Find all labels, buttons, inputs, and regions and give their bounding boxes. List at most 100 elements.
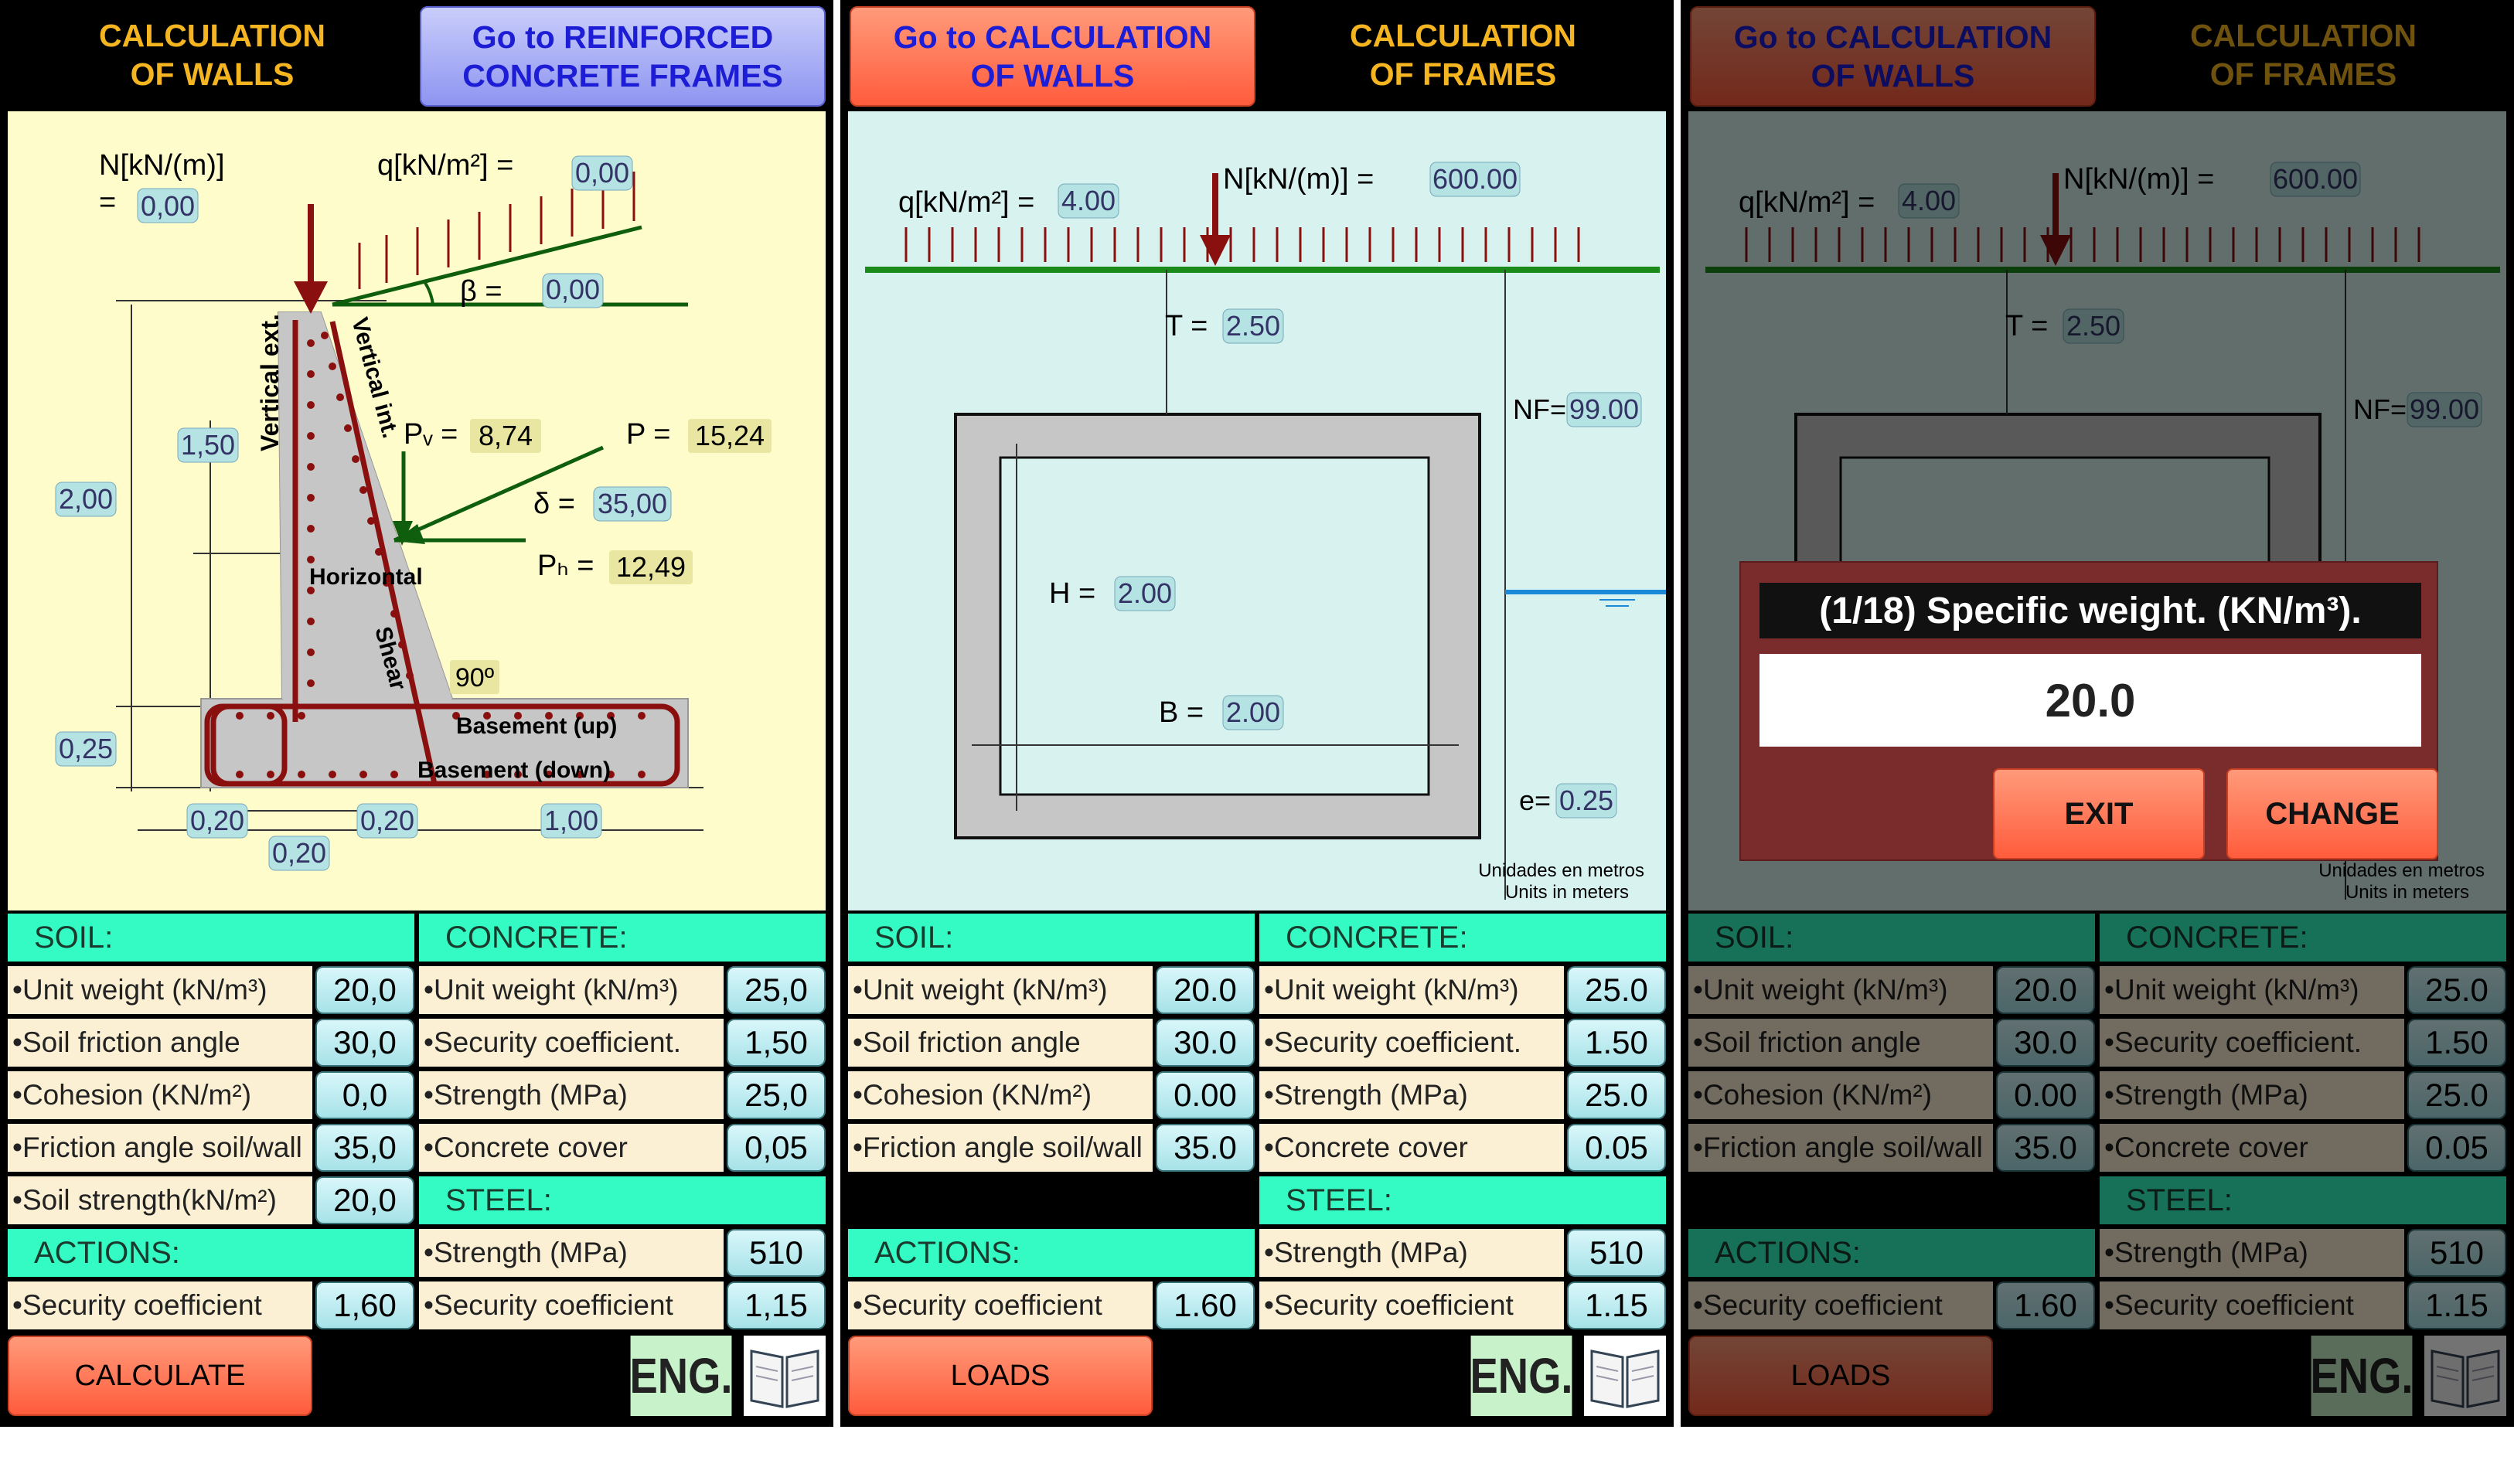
go-to-frames-button[interactable]: Go to REINFORCED CONCRETE FRAMES [420,6,826,107]
concrete-header: CONCRETE: [2100,914,2506,962]
steel-value[interactable]: 510 [1567,1229,1666,1277]
soil-value[interactable]: 20.0 [1156,966,1255,1014]
concrete-value[interactable]: 0.05 [2407,1124,2506,1172]
soil-value[interactable]: 30,0 [315,1019,414,1067]
q-value[interactable]: 4.00 [1902,185,1956,216]
concrete-value[interactable]: 1.50 [2407,1019,2506,1067]
calculate-button[interactable]: CALCULATE [8,1336,312,1416]
height-3[interactable]: 0,25 [59,733,113,764]
language-button[interactable]: ENG. [2311,1336,2413,1416]
horizontal-label: Horizontal [309,564,423,590]
soil-header: SOIL: [848,914,1255,962]
soil-label: •Friction angle soil/wall [848,1124,1153,1172]
book-icon[interactable] [1584,1336,1666,1416]
h-value[interactable]: 2.00 [1118,577,1172,609]
actions-header: ACTIONS: [848,1229,1255,1277]
walls-screen: CALCULATION OF WALLS Go to REINFORCED CO… [0,0,833,1427]
steel-value[interactable]: 510 [2407,1229,2506,1277]
p-label: P = [626,418,670,451]
q-value[interactable]: 4.00 [1061,185,1116,216]
width-3[interactable]: 0,20 [360,805,414,836]
concrete-value[interactable]: 1.50 [1567,1019,1666,1067]
soil-value[interactable]: 20.0 [1996,966,2095,1014]
soil-label: •Cohesion (KN/m²) [1688,1071,1993,1119]
language-button[interactable]: ENG. [1470,1336,1572,1416]
units-label: Unidades en metros [1478,860,1644,881]
t-value[interactable]: 2.50 [2066,310,2121,342]
concrete-value[interactable]: 25,0 [727,966,826,1014]
concrete-value[interactable]: 0.05 [1567,1124,1666,1172]
concrete-label: •Unit weight (kN/m³) [1259,966,1564,1014]
concrete-value[interactable]: 25,0 [727,1071,826,1119]
concrete-label: •Concrete cover [419,1124,724,1172]
height-2[interactable]: 2,00 [59,483,113,515]
concrete-label: •Security coefficient. [2100,1019,2404,1067]
q-label: q[kN/m²] = [1739,186,1875,219]
concrete-value[interactable]: 1,50 [727,1019,826,1067]
exit-button[interactable]: EXIT [1993,768,2205,859]
n-value[interactable]: 0,00 [141,190,195,222]
soil-label: •Unit weight (kN/m³) [1688,966,1993,1014]
height-1[interactable]: 1,50 [181,429,235,461]
concrete-value[interactable]: 25.0 [1567,1071,1666,1119]
steel-value[interactable]: 1.15 [2407,1281,2506,1329]
edit-value-dialog: (1/18) Specific weight. (KN/m³). 20.0 EX… [1739,561,2438,861]
concrete-label: •Unit weight (kN/m³) [2100,966,2404,1014]
actions-value[interactable]: 1.60 [1156,1281,1255,1329]
value-input[interactable]: 20.0 [1759,654,2421,747]
angle-value: 90º [455,663,494,693]
soil-value[interactable]: 30.0 [1156,1019,1255,1067]
actions-value[interactable]: 1.60 [1996,1281,2095,1329]
steel-label: •Security coefficient [1259,1281,1564,1329]
delta-label: δ = [533,488,575,520]
width-4[interactable]: 1,00 [544,805,598,836]
n-value[interactable]: 600.00 [1432,163,1518,195]
nf-value[interactable]: 99.00 [2410,393,2479,425]
page-title: CALCULATION OF FRAMES [1349,18,1577,92]
steel-value[interactable]: 1,15 [727,1281,826,1329]
concrete-value[interactable]: 25.0 [2407,1071,2506,1119]
n-value[interactable]: 600.00 [2273,163,2358,195]
q-value[interactable]: 0,00 [575,157,629,189]
language-button[interactable]: ENG. [630,1336,732,1416]
b-value[interactable]: 2.00 [1226,696,1280,728]
concrete-label: •Strength (MPa) [419,1071,724,1119]
q-label: q[kN/m²] = [898,186,1034,219]
actions-label: •Security coefficient [1688,1281,1993,1329]
soil-value[interactable]: 30.0 [1996,1019,2095,1067]
e-value[interactable]: 0.25 [1559,785,1613,816]
basement-up-label: Basement (up) [456,713,617,739]
beta-value[interactable]: 0,00 [546,274,600,305]
t-value[interactable]: 2.50 [1226,310,1280,342]
loads-button[interactable]: LOADS [848,1336,1153,1416]
wall-drawing: N[kN/(m)] = 0,00 q[kN/m²] = 0,00 β = 0,0… [8,111,826,910]
units-label: Unidades en metros [2318,860,2485,881]
soil-value[interactable]: 0.00 [1996,1071,2095,1119]
steel-value[interactable]: 510 [727,1229,826,1277]
change-button[interactable]: CHANGE [2226,768,2438,859]
go-to-walls-button[interactable]: Go to CALCULATION OF WALLS [850,6,1255,107]
soil-value[interactable]: 35.0 [1996,1124,2095,1172]
width-1[interactable]: 0,20 [190,805,244,836]
go-to-walls-button[interactable]: Go to CALCULATION OF WALLS [1690,6,2096,107]
concrete-value[interactable]: 0,05 [727,1124,826,1172]
soil-label: •Unit weight (kN/m³) [8,966,312,1014]
concrete-value[interactable]: 25.0 [2407,966,2506,1014]
loads-button[interactable]: LOADS [1688,1336,1993,1416]
actions-header: ACTIONS: [1688,1229,2095,1277]
soil-value[interactable]: 0.00 [1156,1071,1255,1119]
soil-value[interactable]: 20,0 [315,966,414,1014]
soil-value[interactable]: 0,0 [315,1071,414,1119]
concrete-value[interactable]: 25.0 [1567,966,1666,1014]
actions-value[interactable]: 1,60 [315,1281,414,1329]
book-icon[interactable] [744,1336,826,1416]
actions-label: •Security coefficient [848,1281,1153,1329]
steel-value[interactable]: 1.15 [1567,1281,1666,1329]
book-icon[interactable] [2424,1336,2506,1416]
soil-value[interactable]: 35.0 [1156,1124,1255,1172]
soil-value[interactable]: 20,0 [315,1176,414,1224]
nf-value[interactable]: 99.00 [1569,393,1639,425]
delta-value[interactable]: 35,00 [598,488,667,519]
width-2[interactable]: 0,20 [272,837,326,869]
soil-value[interactable]: 35,0 [315,1124,414,1172]
